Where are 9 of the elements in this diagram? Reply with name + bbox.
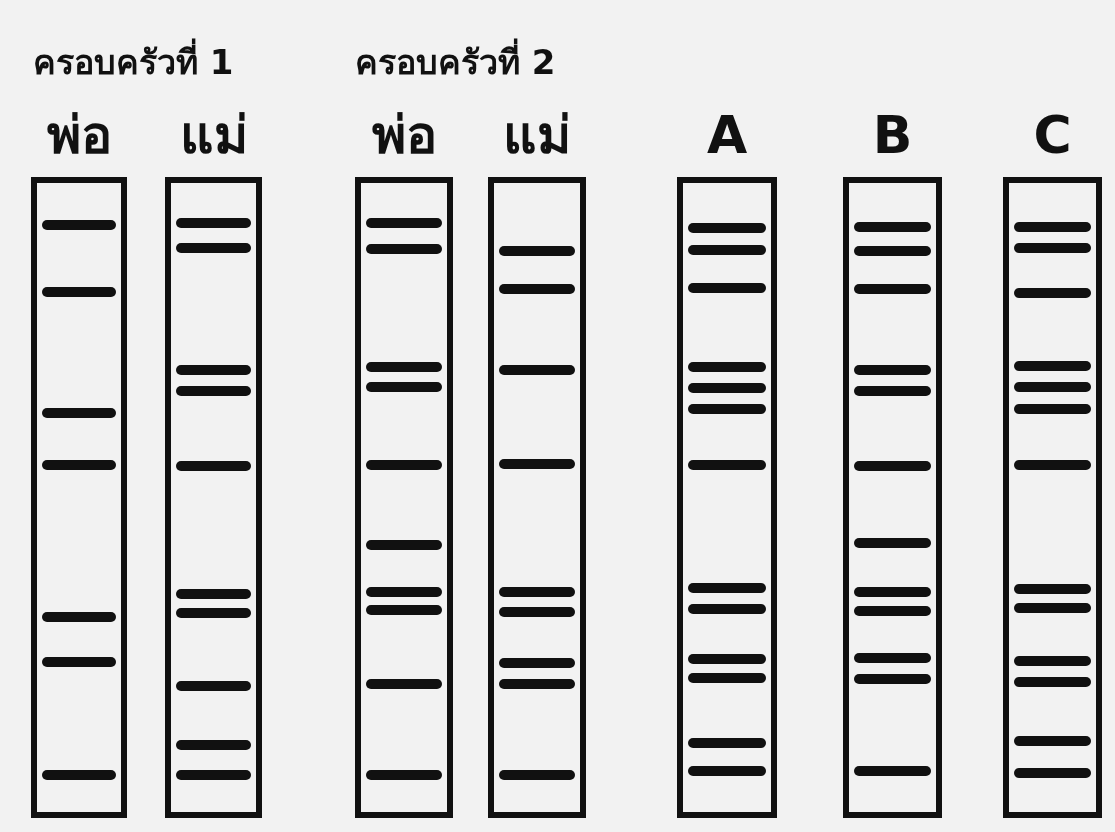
family-label: ครอบครัวที่ 2 <box>355 40 556 84</box>
lane-label: พ่อ <box>46 104 112 167</box>
lane-label: B <box>872 104 913 167</box>
lane-label: แม่ <box>179 104 248 167</box>
family-label: ครอบครัวที่ 1 <box>33 40 234 84</box>
lane-label: A <box>706 104 748 167</box>
lane-label: แม่ <box>503 104 571 167</box>
lane-label: พ่อ <box>371 104 437 167</box>
lane-label: C <box>1033 104 1072 167</box>
